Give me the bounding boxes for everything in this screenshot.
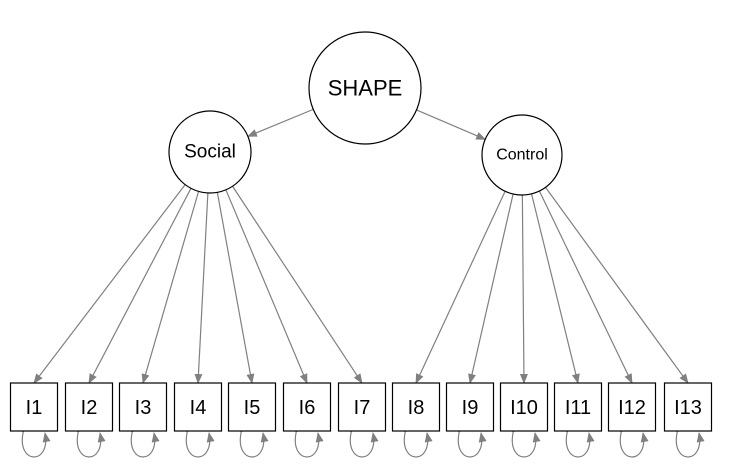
loading-social-to-i1	[33, 184, 186, 384]
latent-node-control: Control	[481, 114, 563, 196]
residual-arc-i5	[238, 423, 269, 458]
indicator-node-i1: I1	[9, 382, 59, 432]
indicator-label: I3	[135, 397, 152, 419]
latent-node-shape: SHAPE	[308, 31, 422, 145]
loading-social-to-i5	[216, 192, 255, 384]
residual-arc-i3	[129, 423, 160, 458]
indicator-box	[337, 382, 387, 432]
indicator-node-i6: I6	[282, 382, 332, 432]
indicator-node-i2: I2	[64, 382, 114, 432]
loading-control-to-i10	[519, 194, 528, 384]
residual-arc-i6	[293, 423, 324, 458]
indicator-label: I13	[674, 397, 702, 419]
latent-label: SHAPE	[328, 76, 403, 101]
loading-social-to-i4	[194, 192, 209, 384]
residual-arc-i1	[20, 423, 51, 458]
loading-control-to-i9	[468, 193, 514, 384]
residual-arc-i4	[184, 423, 215, 458]
residual-arc-i8	[402, 423, 433, 458]
indicator-label: I10	[510, 397, 538, 419]
latent-label: Social	[184, 142, 236, 163]
indicator-label: I11	[565, 397, 591, 419]
indicator-box	[607, 382, 657, 432]
residual-arc-i12	[618, 423, 649, 458]
loading-control-to-i11	[530, 193, 580, 384]
indicator-box	[391, 382, 441, 432]
residual-arc-i10	[510, 423, 541, 458]
indicator-node-i3: I3	[118, 382, 168, 432]
indicator-node-i8: I8	[391, 382, 441, 432]
indicator-box	[553, 382, 603, 432]
indicator-node-i11: I11	[553, 382, 603, 432]
indicator-box	[118, 382, 168, 432]
residual-arc-i11	[564, 423, 595, 458]
path-shape-to-social	[246, 108, 314, 137]
indicator-box	[499, 382, 549, 432]
loading-social-to-i7	[232, 185, 363, 384]
indicator-label: I8	[408, 397, 425, 419]
indicator-label: I4	[190, 397, 207, 419]
loading-control-to-i12	[538, 190, 633, 384]
indicator-box	[227, 382, 277, 432]
indicator-node-i12: I12	[607, 382, 657, 432]
indicator-node-i13: I13	[663, 382, 713, 432]
loading-control-to-i8	[415, 191, 506, 384]
residual-variances-layer	[20, 423, 705, 458]
latent-circle	[168, 110, 252, 194]
path-shape-to-control	[416, 109, 487, 140]
indicator-label: I9	[462, 397, 479, 419]
residual-arc-i13	[674, 423, 705, 458]
indicator-node-i4: I4	[173, 382, 223, 432]
latent-circle	[481, 114, 563, 196]
indicator-node-i5: I5	[227, 382, 277, 432]
indicator-box	[663, 382, 713, 432]
loading-social-to-i3	[141, 191, 200, 384]
indicator-label: I5	[244, 397, 261, 419]
latent-circle	[308, 31, 422, 145]
indicator-box	[173, 382, 223, 432]
indicator-node-i7: I7	[337, 382, 387, 432]
indicator-label: I12	[618, 397, 646, 419]
residual-arc-i9	[456, 423, 487, 458]
indicator-label: I6	[299, 397, 316, 419]
latent-label: Control	[496, 147, 548, 164]
indicator-node-i10: I10	[499, 382, 549, 432]
loading-control-to-i13	[545, 186, 689, 384]
indicator-box	[64, 382, 114, 432]
edges-layer	[33, 108, 689, 384]
indicator-label: I2	[81, 397, 98, 419]
indicator-label: I1	[26, 397, 43, 419]
indicator-box	[282, 382, 332, 432]
loading-social-to-i6	[225, 189, 308, 384]
residual-arc-i2	[75, 423, 106, 458]
indicator-label: I7	[354, 397, 371, 419]
indicator-box	[9, 382, 59, 432]
residual-arc-i7	[348, 423, 379, 458]
indicator-node-i9: I9	[445, 382, 495, 432]
latent-node-social: Social	[168, 110, 252, 194]
indicator-box	[445, 382, 495, 432]
loading-social-to-i2	[88, 188, 192, 384]
